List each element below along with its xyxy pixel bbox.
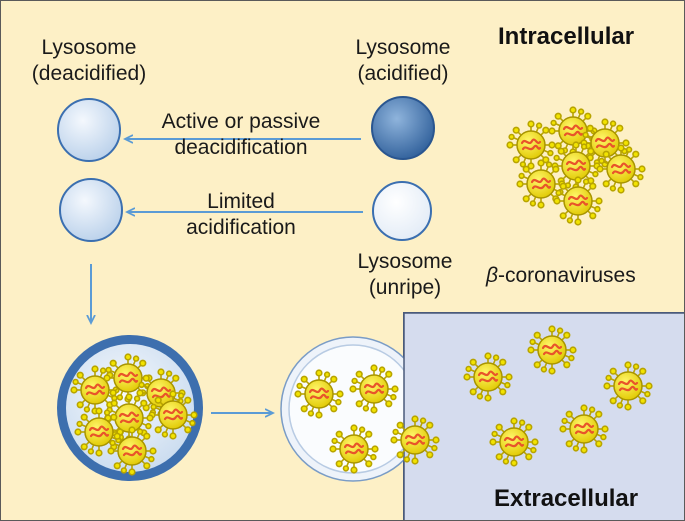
label-lysosome-deacidified: Lysosome (deacidified) [29,35,149,87]
coronaviruses-text: -coronaviruses [498,264,636,287]
label-line: (acidified) [357,62,449,85]
label-line: Active or passive [161,110,321,133]
label-limited-acidification: Limited acidification [161,189,321,241]
label-line: acidification [186,216,296,239]
beta-symbol: β [486,264,498,287]
label-line: Limited [207,190,275,213]
lysosome-unripe [372,181,432,241]
label-line: Lysosome [41,36,137,59]
label-deacidification: Active or passive deacidification [141,109,341,161]
label-line: Lysosome [355,36,451,59]
intracellular-virus-cluster [506,106,646,226]
label-lysosome-unripe: Lysosome (unripe) [343,249,467,301]
label-line: Lysosome [357,250,453,273]
lysosome-acidified [371,96,435,160]
lysosome-intermediate [59,178,123,242]
label-line: (deacidified) [31,62,147,85]
label-lysosome-acidified: Lysosome (acidified) [341,35,465,87]
lysosome-deacidified [57,98,121,162]
intracellular-title: Intracellular [498,23,635,50]
label-line: (unripe) [368,276,442,299]
extracellular-overlap [404,313,524,513]
extracellular-title: Extracellular [494,485,639,512]
label-beta-coronaviruses: β-coronaviruses [486,263,636,289]
label-line: deacidification [174,136,308,159]
